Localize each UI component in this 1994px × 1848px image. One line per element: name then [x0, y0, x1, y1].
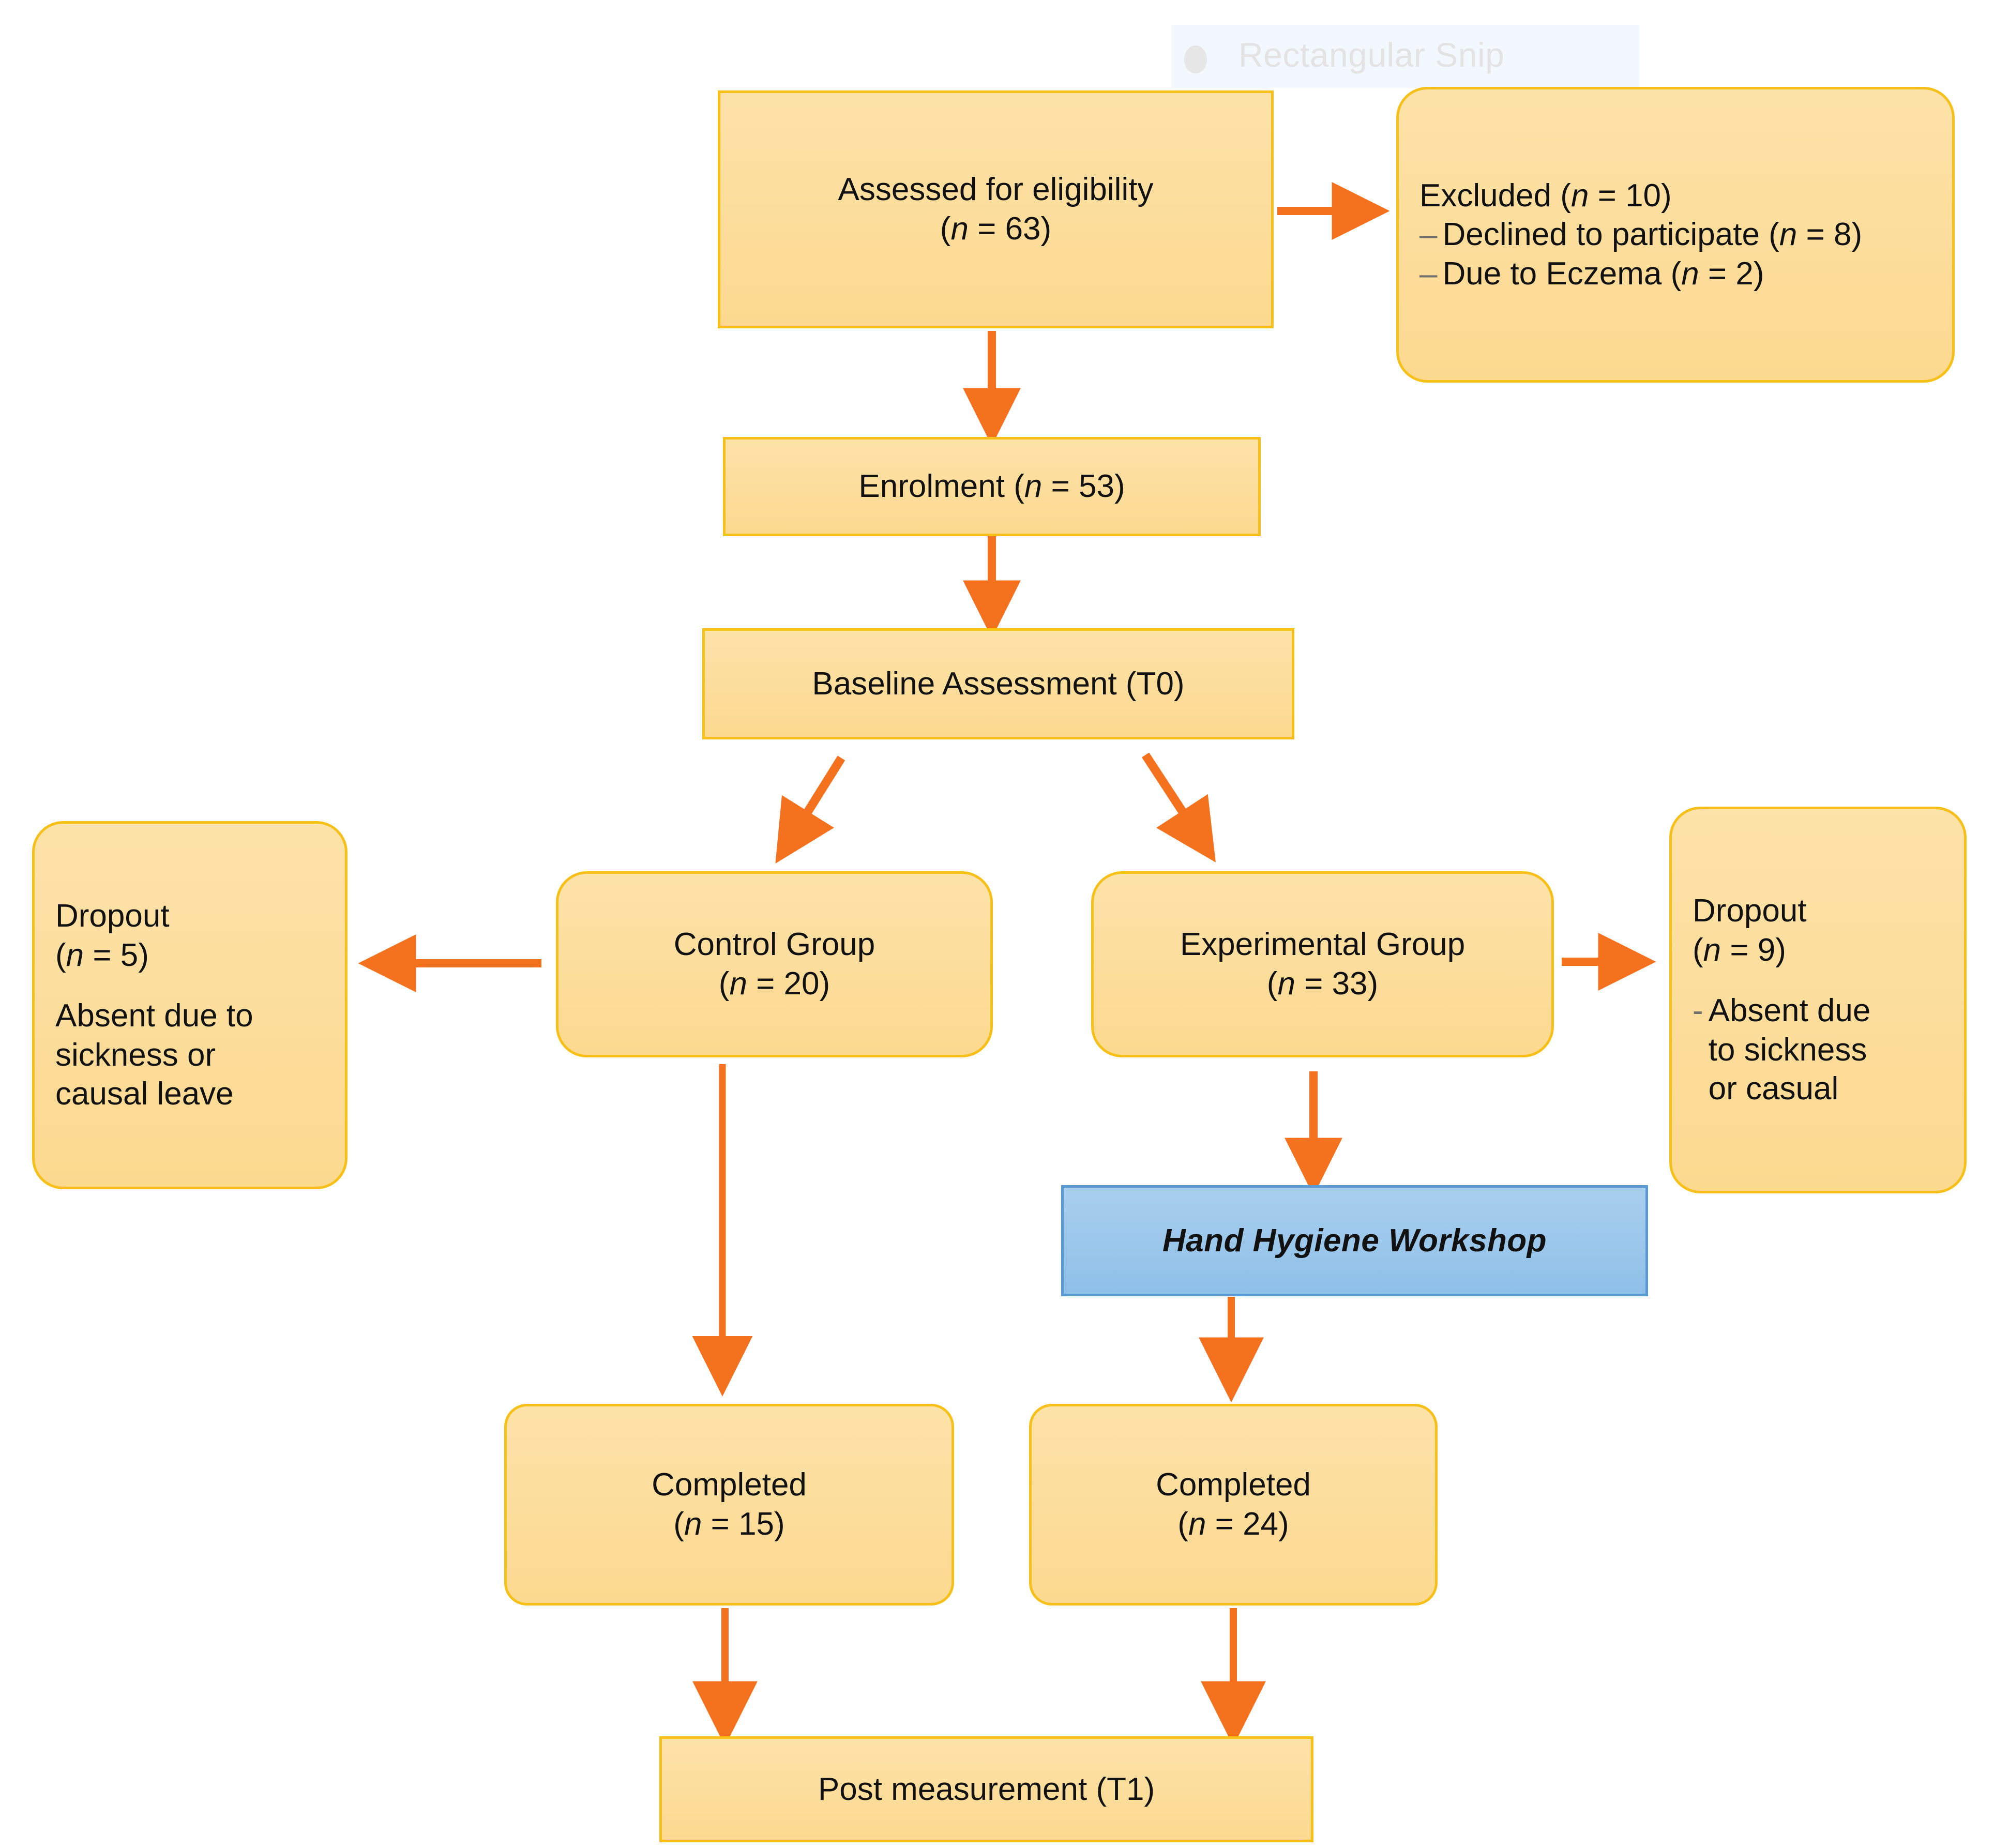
dropout-left-line-2: (n = 5): [55, 937, 149, 973]
dropout-right-line-1: Dropout: [1693, 892, 1807, 929]
snip-tool-label: Rectangular Snip: [1238, 36, 1505, 74]
dropout-right-bullet-line-1: Absent due: [1708, 993, 1871, 1029]
completed-control-line-2: (n = 15): [673, 1506, 785, 1542]
dropout-left-line-4: sickness or: [55, 1037, 216, 1073]
node-completed-control[interactable]: Completed (n = 15): [504, 1404, 954, 1605]
excluded-title: Excluded (n = 10): [1419, 177, 1672, 214]
assessed-line-2: (n = 63): [940, 211, 1052, 247]
post-measurement-label: Post measurement (T1): [818, 1771, 1155, 1807]
excluded-bullet-1: – Declined to participate (n = 8): [1419, 215, 1862, 254]
node-post-measurement[interactable]: Post measurement (T1): [659, 1736, 1313, 1842]
node-enrolment[interactable]: Enrolment (n = 53): [723, 437, 1261, 536]
node-completed-experimental[interactable]: Completed (n = 24): [1029, 1404, 1438, 1605]
excluded-bullet-2: – Due to Eczema (n = 2): [1419, 254, 1764, 294]
dropout-left-line-1: Dropout: [55, 898, 170, 934]
n-italic: n: [1188, 1506, 1206, 1542]
dropout-right-bullet-line-3: or casual: [1708, 1071, 1839, 1107]
node-hand-hygiene-workshop[interactable]: Hand Hygiene Workshop: [1061, 1185, 1648, 1296]
node-control-group[interactable]: Control Group (n = 20): [556, 871, 993, 1057]
n-italic: n: [1277, 966, 1295, 1002]
arrow-baseline-to-experimental: [1141, 752, 1216, 862]
completed-experimental-line-2: (n = 24): [1177, 1506, 1289, 1542]
n-italic: n: [950, 211, 969, 247]
assessed-line-1: Assessed for eligibility: [838, 172, 1154, 208]
n-italic: n: [66, 937, 84, 973]
en-dash-icon: –: [1419, 255, 1438, 292]
node-experimental-group[interactable]: Experimental Group (n = 33): [1091, 871, 1554, 1057]
n-italic: n: [1779, 217, 1797, 253]
hyphen-icon: -: [1693, 993, 1703, 1029]
excluded-bullet-1-text: Declined to participate (n = 8): [1442, 217, 1863, 253]
dropout-right-bullet-line-2: to sickness: [1708, 1032, 1867, 1068]
n-italic: n: [1681, 255, 1699, 292]
dropout-left-line-3: Absent due to: [55, 998, 253, 1034]
dropout-right-bullet: - Absent due to sickness or casual: [1693, 991, 1870, 1109]
node-dropout-left[interactable]: Dropout (n = 5) Absent due to sickness o…: [32, 821, 348, 1189]
excluded-bullet-2-text: Due to Eczema (n = 2): [1442, 255, 1764, 292]
enrolment-label: Enrolment (n = 53): [858, 468, 1125, 505]
completed-control-line-1: Completed: [652, 1467, 807, 1503]
n-italic: n: [684, 1506, 702, 1542]
dropout-left-line-5: causal leave: [55, 1076, 234, 1112]
n-italic: n: [729, 966, 747, 1002]
node-assessed-for-eligibility[interactable]: Assessed for eligibility (n = 63): [718, 90, 1274, 328]
n-italic: n: [1024, 468, 1043, 505]
n-italic: n: [1703, 932, 1721, 968]
workshop-label: Hand Hygiene Workshop: [1162, 1222, 1547, 1259]
en-dash-icon: –: [1419, 217, 1438, 253]
control-group-line-2: (n = 20): [718, 966, 830, 1002]
baseline-label: Baseline Assessment (T0): [812, 665, 1185, 702]
experimental-group-line-2: (n = 33): [1266, 966, 1379, 1002]
dropout-right-line-2: (n = 9): [1693, 932, 1786, 968]
node-excluded[interactable]: Excluded (n = 10) – Declined to particip…: [1396, 87, 1955, 383]
experimental-group-line-1: Experimental Group: [1180, 927, 1466, 963]
arrow-baseline-to-control: [775, 755, 845, 864]
control-group-line-1: Control Group: [673, 927, 875, 963]
record-dot-icon: [1184, 46, 1207, 73]
node-baseline-assessment[interactable]: Baseline Assessment (T0): [702, 628, 1294, 739]
completed-experimental-line-1: Completed: [1156, 1467, 1311, 1503]
n-italic: n: [1570, 177, 1589, 214]
node-dropout-right[interactable]: Dropout (n = 9) - Absent due to sickness…: [1669, 807, 1967, 1193]
